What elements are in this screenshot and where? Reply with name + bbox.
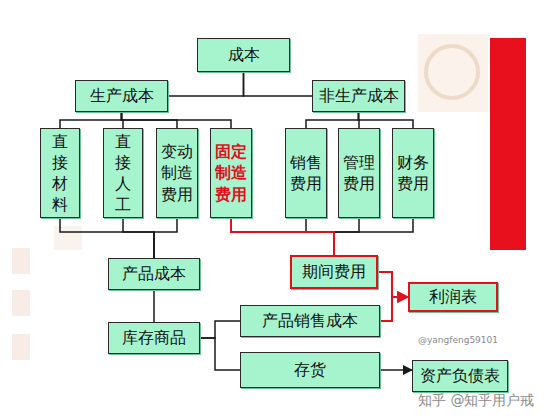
cost-box: 产品销售成本: [240, 305, 380, 337]
flow-connector: [380, 297, 408, 321]
stamp-decoration: [426, 46, 478, 98]
flow-connector: [306, 112, 359, 128]
stamp-decoration: [12, 248, 30, 274]
watermark: @yangfeng59101: [418, 335, 498, 345]
cost-box: 销售费用: [285, 128, 327, 218]
stamp-decoration: [12, 334, 30, 360]
node-label: 直接材料: [51, 131, 69, 215]
flow-connector: [122, 112, 232, 128]
node-label: 生产成本: [90, 85, 154, 106]
flow-connector: [334, 218, 359, 255]
flow-connector: [123, 218, 154, 258]
flow-connector: [60, 218, 154, 258]
node-label: 资产负债表: [420, 365, 500, 386]
node-label: 成本: [228, 44, 260, 65]
flow-connector: [334, 218, 413, 255]
cost-box: 财务费用: [392, 128, 434, 218]
cost-box: 直接人工: [103, 128, 143, 218]
flow-connector: [358, 112, 360, 128]
flow-connector: [60, 112, 122, 128]
flow-connector: [244, 72, 313, 96]
node-label: 非生产成本: [319, 85, 399, 106]
cost-box: 存货: [240, 352, 380, 388]
flow-connector: [122, 112, 124, 128]
cost-box: 期间费用: [290, 255, 378, 289]
flow-connector: [122, 112, 178, 128]
stamp-decoration: [418, 34, 488, 112]
node-label: 固定制造费用: [214, 141, 248, 204]
cost-box: 直接材料: [40, 128, 80, 218]
cost-box: 成本: [197, 38, 290, 72]
node-label: 管理费用: [342, 152, 376, 194]
node-label: 期间费用: [302, 261, 366, 282]
flow-connector: [359, 112, 414, 128]
stamp-decoration: [54, 226, 82, 250]
flow-connector: [231, 218, 334, 255]
node-label: 直接人工: [114, 131, 132, 215]
cost-box: 资产负债表: [412, 360, 508, 392]
flow-connector: [200, 338, 240, 370]
flow-connector: [380, 369, 412, 371]
cost-box: 产品成本: [108, 258, 200, 290]
node-label: 产品成本: [122, 263, 186, 284]
cost-box: 生产成本: [75, 80, 168, 112]
title-band: 变动成本法成本流程图: [490, 38, 526, 250]
cost-box: 变动制造费用: [156, 128, 198, 218]
node-label: 存货: [294, 359, 326, 380]
node-label: 利润表: [429, 286, 477, 307]
node-label: 产品销售成本: [262, 310, 358, 331]
cost-box: 非生产成本: [312, 80, 405, 112]
node-label: 销售费用: [289, 152, 323, 194]
cost-box: 利润表: [408, 282, 498, 312]
watermark: 知乎 @知乎用户戒: [418, 392, 534, 410]
cost-box: 库存商品: [108, 322, 200, 354]
flow-connector: [154, 218, 177, 258]
flow-connector: [168, 72, 244, 96]
flow-connector: [306, 218, 334, 255]
cost-box: 固定制造费用: [210, 128, 252, 218]
node-label: 财务费用: [396, 152, 430, 194]
node-label: 库存商品: [122, 327, 186, 348]
flow-connector: [378, 272, 408, 297]
stamp-decoration: [12, 290, 30, 316]
flow-connector: [153, 290, 155, 322]
cost-box: 管理费用: [338, 128, 380, 218]
flow-connector: [200, 321, 240, 338]
node-label: 变动制造费用: [160, 141, 194, 204]
